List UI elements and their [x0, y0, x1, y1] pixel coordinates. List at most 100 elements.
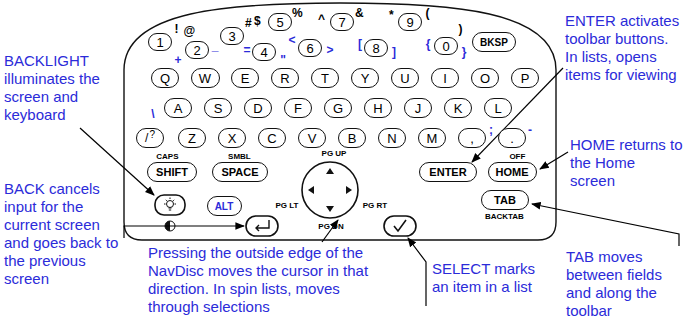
key: W: [191, 68, 220, 88]
key-label: 5: [276, 15, 283, 30]
key: 0): [434, 37, 458, 55]
alt-symbol: ": [280, 54, 286, 66]
key-secondary-label: BACKTAB: [485, 212, 524, 221]
key: HOMEOFF: [488, 162, 537, 182]
key: TABBACKTAB: [481, 190, 529, 210]
key-label: 0: [442, 39, 449, 54]
key: F: [284, 98, 312, 118]
key-label: H: [373, 101, 382, 116]
key: H: [364, 98, 392, 118]
callout-text: ENTER activates toolbar buttons. In list…: [565, 12, 685, 84]
navdisc-label: PG RT: [363, 202, 387, 210]
key: 6^: [298, 39, 322, 57]
key: SHIFTCAPS: [147, 162, 197, 182]
key-label: E: [241, 71, 250, 86]
key-label: O: [480, 71, 490, 86]
key-secondary-label: !: [174, 22, 178, 36]
key: N: [378, 128, 406, 148]
key-label: K: [454, 101, 463, 116]
key-label: 2: [193, 43, 200, 58]
key: 9(: [398, 13, 422, 31]
key-label: /: [145, 131, 148, 145]
key-label: TAB: [494, 194, 516, 206]
key: 3#: [220, 27, 244, 45]
key-label: SPACE: [221, 166, 258, 178]
key: S: [204, 98, 232, 118]
key: T: [311, 68, 339, 88]
navdisc-label: PG LT: [276, 202, 299, 210]
key-label: Y: [361, 71, 370, 86]
key-secondary-label: ^: [318, 12, 325, 26]
key-label: ,: [470, 131, 474, 146]
key-secondary-label: OFF: [509, 152, 525, 161]
key: R: [271, 68, 299, 88]
callout-text: HOME returns to the Home screen: [570, 136, 684, 190]
backlight-key: [155, 195, 185, 215]
alt-symbol: \: [151, 108, 154, 120]
key-label: Z: [188, 131, 196, 146]
key-label: V: [308, 131, 317, 146]
key-label: ENTER: [429, 166, 466, 178]
key: U: [391, 68, 419, 88]
key: Q: [151, 68, 179, 88]
key: 8*: [364, 39, 388, 57]
key-label: A: [174, 101, 183, 116]
key: J: [404, 98, 432, 118]
alt-symbol: +: [174, 54, 181, 66]
key-label: 3: [228, 29, 235, 44]
alt-symbol: ]: [392, 46, 396, 58]
key: C: [258, 128, 286, 148]
key: 2@: [185, 41, 209, 59]
key-label: C: [267, 131, 276, 146]
key-label: D: [253, 101, 262, 116]
callout-text: BACK cancels input for the current scree…: [4, 180, 122, 288]
key-label: F: [294, 101, 302, 116]
alt-symbol: =: [243, 44, 250, 56]
alt-symbol: -: [528, 124, 532, 136]
key: ENTER: [419, 162, 477, 182]
key: I: [431, 68, 459, 88]
alt-symbol: >: [326, 44, 333, 56]
alt-symbol: _: [212, 40, 219, 52]
callout-text: Pressing the outside edge of the NavDisc…: [148, 244, 392, 316]
key: Y: [351, 68, 379, 88]
key: X: [218, 128, 246, 148]
key: D: [244, 98, 272, 118]
select-key: [384, 216, 416, 236]
key: A: [164, 98, 192, 118]
key: 1!: [148, 33, 172, 51]
navdisc-label: PG DN: [318, 223, 343, 231]
key-label: L: [494, 101, 501, 116]
key: E: [231, 68, 259, 88]
key-secondary-label: ): [458, 22, 462, 36]
key-label: 9: [406, 15, 413, 30]
key: BKSP: [472, 32, 516, 52]
key-label: SHIFT: [156, 166, 188, 178]
key-label: R: [280, 71, 289, 86]
key: ,: [458, 128, 486, 148]
key-label: 4: [260, 45, 267, 60]
callout-text: TAB moves between fields and along the t…: [566, 248, 682, 320]
key-secondary-label: &: [355, 6, 364, 20]
key: 7&: [330, 13, 354, 31]
alt-symbol: <: [288, 34, 295, 46]
alt-symbol: [: [358, 38, 362, 50]
key-label: N: [387, 131, 396, 146]
key: ALT: [207, 196, 242, 216]
key: G: [324, 98, 352, 118]
key: K: [444, 98, 472, 118]
key: .: [498, 128, 526, 148]
key-label: I: [443, 71, 447, 86]
key-secondary-label: #: [245, 16, 252, 30]
key-label: .: [510, 131, 514, 146]
key-secondary-label: *: [389, 8, 394, 22]
key-label: 7: [338, 15, 345, 30]
key-label: G: [333, 101, 343, 116]
alt-symbol: }: [462, 46, 467, 58]
key-label: B: [348, 131, 357, 146]
key-label: X: [228, 131, 237, 146]
key-label: J: [415, 101, 422, 116]
key-secondary-label: $: [254, 14, 261, 28]
key-secondary-label: %: [292, 6, 303, 20]
key-label: T: [321, 71, 329, 86]
